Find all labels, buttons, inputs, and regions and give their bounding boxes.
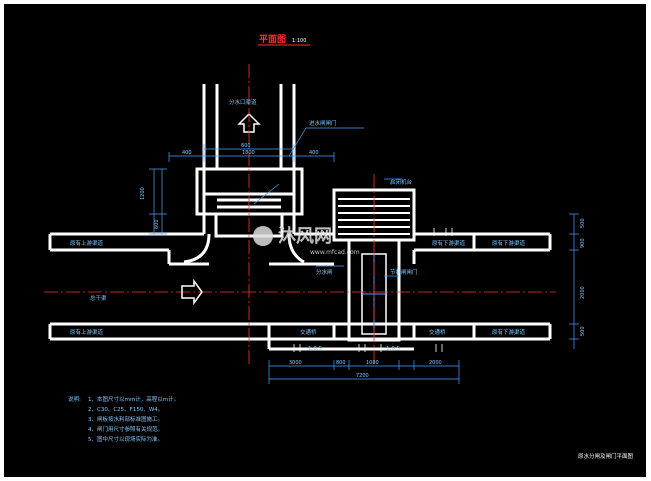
- dim-bot-a: 3000: [289, 360, 302, 366]
- label-pedestal: 启闭机台: [390, 178, 413, 186]
- label-road-left: 交通桥: [300, 328, 317, 336]
- plan-drawing: 平面图 1:100: [44, 34, 634, 460]
- note-item-1: 1、本图尺寸以mm计，高程以m计。: [88, 395, 179, 403]
- drawing-title: 平面图: [259, 34, 286, 45]
- dim-top-a: 400: [182, 150, 192, 156]
- dim-left-b: 600: [154, 219, 160, 229]
- label-road-right: 交通桥: [429, 328, 446, 336]
- bottom-dimension-lines: [268, 360, 460, 384]
- notes-block: 说明: 1、本图尺寸以mm计，高程以m计。 2、C30、C25、F150、W4。…: [68, 395, 179, 443]
- dim-bot-c: 1000: [366, 360, 379, 366]
- drawing-scale: 1:100: [292, 38, 306, 44]
- label-gate-upper: 进水闸闸门: [309, 119, 337, 127]
- label-slope-right: 1:0.5: [386, 346, 401, 352]
- watermark-url: www.mfcad.com: [310, 249, 360, 256]
- dim-right-c: 2000: [580, 286, 586, 299]
- drawing-footer: 原水分闸及闸门平面图: [578, 452, 634, 460]
- dim-bot-b: 800: [336, 360, 346, 366]
- watermark-logo-icon: [253, 226, 273, 246]
- watermark-text: 沐风网: [278, 225, 332, 247]
- label-channel-lower-bottom: 原有下游渠道: [492, 328, 526, 336]
- label-channel-upper-bottom: 原有上游渠道: [70, 328, 104, 336]
- flow-right-arrow: [181, 278, 203, 306]
- label-slope-left: 1:0.5: [308, 346, 323, 352]
- dim-bot-d: 2000: [429, 360, 442, 366]
- dim-right-d: 500: [580, 326, 586, 336]
- note-item-2: 2、C30、C25、F150、W4。: [88, 407, 163, 413]
- watermark: 沐风网 www.mfcad.com: [253, 225, 360, 256]
- top-dimension-lines: [168, 144, 335, 162]
- right-dimension-lines: [569, 213, 579, 349]
- notes-heading: 说明:: [68, 395, 81, 403]
- dim-top-b: 600: [241, 143, 251, 149]
- label-gate-lower: 节制闸闸门: [390, 268, 418, 276]
- dim-left-a: 1200: [140, 187, 146, 200]
- label-sluice: 分水闸: [316, 268, 333, 276]
- note-item-4: 4、闸门用尺寸参照有关规范。: [88, 425, 163, 433]
- dim-right-b: 900: [580, 238, 586, 248]
- dim-top-d: 400: [309, 150, 319, 156]
- cad-drawing-canvas: 平面图 1:100: [4, 4, 646, 477]
- label-branch-channel: 分水口渠道: [229, 98, 257, 106]
- note-item-3: 3、闸板按水利部标准图施工。: [88, 415, 163, 423]
- dim-top-c: 1800: [242, 150, 255, 156]
- label-main-channel: 总干渠: [90, 294, 107, 302]
- label-channel-upper-top: 原有上游渠道: [70, 239, 104, 247]
- leader-lines: [253, 127, 402, 277]
- left-dimension-lines: [149, 168, 167, 235]
- center-axis-lines: [44, 64, 556, 364]
- note-item-5: 5、图中尺寸以现场实际为准。: [88, 435, 163, 443]
- wall-hatching: [293, 228, 453, 352]
- label-channel-lower-top: 原有下游渠道: [492, 239, 526, 247]
- dim-bot-total: 7200: [356, 373, 369, 379]
- label-top-ditch: 原有下游渠道: [432, 239, 466, 247]
- dim-right-a: 500: [580, 218, 586, 228]
